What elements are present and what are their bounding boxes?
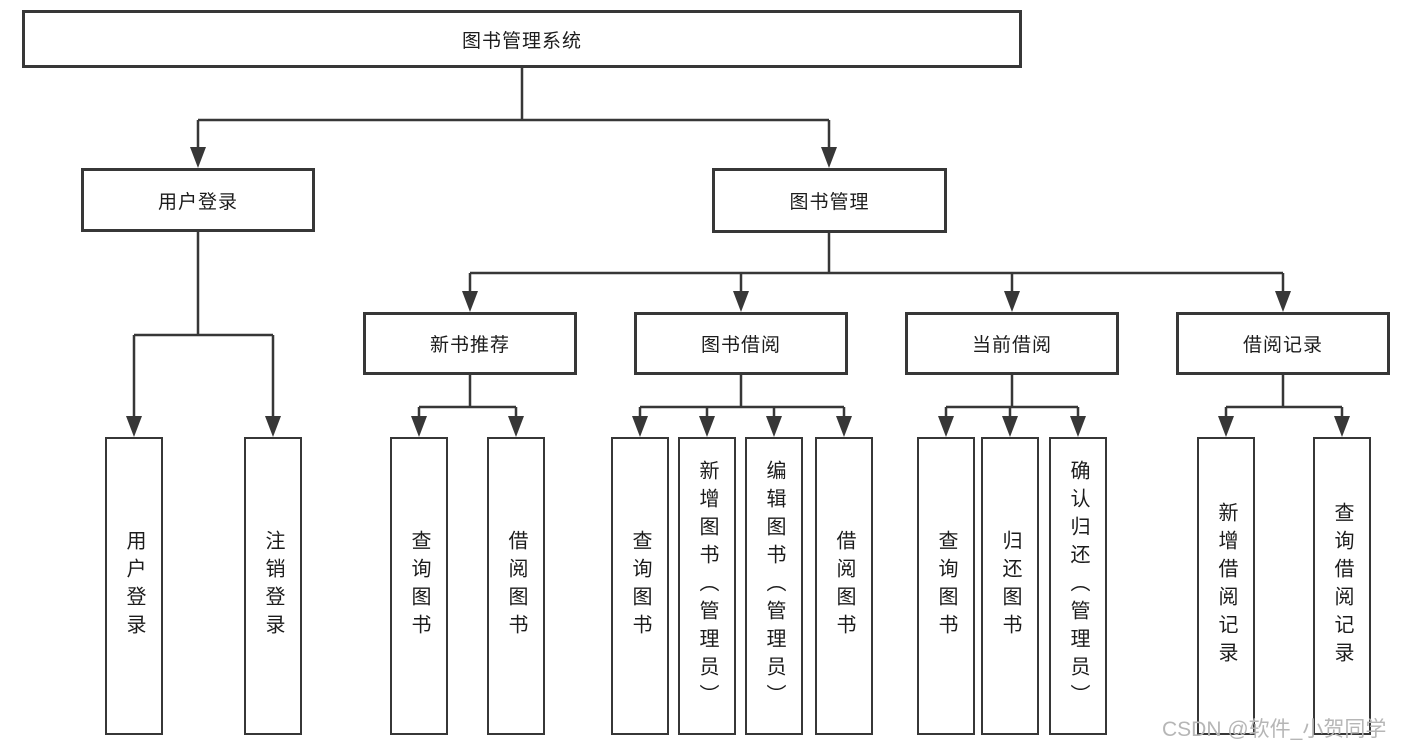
leaf-add-borrow-record-label: 新增借阅记录 [1215, 502, 1237, 670]
node-current-borrowing: 当前借阅 [905, 312, 1119, 375]
leaf-query-books-current-label: 查询图书 [935, 530, 957, 642]
connector-user-login [132, 232, 275, 416]
leaf-edit-book-admin-label: 编辑图书（管理员） [763, 460, 785, 712]
node-book-management-label: 图书管理 [789, 192, 870, 213]
node-book-borrowing: 图书借阅 [634, 312, 848, 375]
connector-root [196, 68, 831, 147]
leaf-return-books-label: 归还图书 [999, 530, 1021, 642]
leaf-return-books: 归还图书 [981, 437, 1039, 735]
node-book-management: 图书管理 [712, 168, 947, 233]
leaf-confirm-return-admin-label: 确认归还（管理员） [1067, 460, 1089, 712]
leaf-query-books-current: 查询图书 [917, 437, 975, 735]
leaf-query-books-borrowing-label: 查询图书 [629, 530, 651, 642]
node-user-login: 用户登录 [81, 168, 315, 232]
leaf-logout-login: 注销登录 [244, 437, 302, 735]
leaf-query-borrow-record-label: 查询借阅记录 [1331, 502, 1353, 670]
leaf-borrow-books-recommend-label: 借阅图书 [505, 530, 527, 642]
node-user-login-label: 用户登录 [157, 191, 238, 213]
leaf-borrow-books-recommend: 借阅图书 [487, 437, 545, 735]
leaf-logout-login-label: 注销登录 [262, 530, 284, 642]
connector-book-management [468, 233, 1285, 291]
node-borrowing-records: 借阅记录 [1176, 312, 1390, 375]
node-new-book-recommendation: 新书推荐 [363, 312, 577, 375]
node-library-management-system: 图书管理系统 [22, 10, 1022, 68]
leaf-borrow-books-label: 借阅图书 [833, 530, 855, 642]
watermark-text: CSDN @软件_小贺同学 [1162, 718, 1387, 741]
connector-current-borrowing [944, 375, 1080, 416]
connector-book-borrowing [638, 375, 846, 416]
leaf-query-borrow-record: 查询借阅记录 [1313, 437, 1371, 735]
leaf-confirm-return-admin: 确认归还（管理员） [1049, 437, 1107, 735]
node-new-book-recommendation-label: 新书推荐 [429, 335, 510, 356]
leaf-edit-book-admin: 编辑图书（管理员） [745, 437, 803, 735]
connector-new-book [417, 375, 518, 416]
leaf-add-book-admin-label: 新增图书（管理员） [696, 460, 718, 712]
node-library-management-system-label: 图书管理系统 [461, 30, 582, 52]
node-current-borrowing-label: 当前借阅 [971, 335, 1052, 356]
arrowheads [126, 147, 1350, 437]
leaf-user-login-label: 用户登录 [123, 530, 145, 642]
node-borrowing-records-label: 借阅记录 [1242, 335, 1323, 356]
leaf-query-books-recommend-label: 查询图书 [408, 530, 430, 642]
node-book-borrowing-label: 图书借阅 [700, 335, 781, 356]
leaf-user-login: 用户登录 [105, 437, 163, 735]
leaf-add-borrow-record: 新增借阅记录 [1197, 437, 1255, 735]
connector-borrow-records [1224, 375, 1344, 416]
leaf-query-books-borrowing: 查询图书 [611, 437, 669, 735]
leaf-add-book-admin: 新增图书（管理员） [678, 437, 736, 735]
leaf-borrow-books: 借阅图书 [815, 437, 873, 735]
leaf-query-books-recommend: 查询图书 [390, 437, 448, 735]
